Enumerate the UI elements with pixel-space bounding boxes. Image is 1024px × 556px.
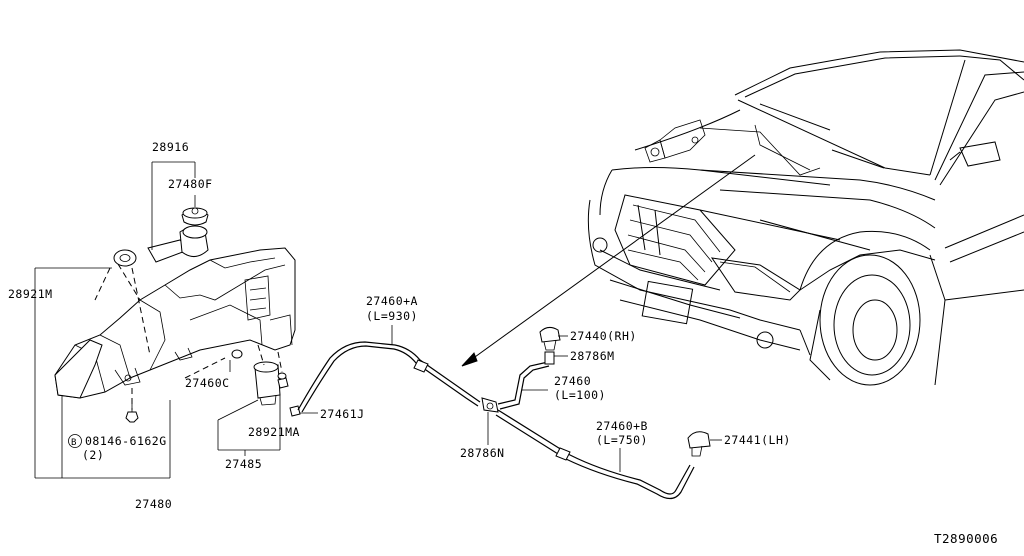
label-27461J: 27461J xyxy=(320,407,365,421)
label-27460-length: (L=100) xyxy=(554,388,606,402)
hose-illustration xyxy=(297,326,711,500)
label-27441-LH: 27441(LH) xyxy=(724,433,791,447)
label-27460-A: 27460+A xyxy=(366,294,418,308)
label-28786M: 28786M xyxy=(570,349,615,363)
label-08146-6162G: 08146-6162G xyxy=(85,434,167,448)
washer-tank-illustration xyxy=(54,207,301,423)
part-labels: 28916 27480F 28921M 27460C B 08146-6162G… xyxy=(8,140,998,546)
diagram-code: T2890006 xyxy=(934,531,998,546)
label-27480F: 27480F xyxy=(168,177,213,191)
vehicle-illustration xyxy=(587,49,1024,386)
label-08146-qty: (2) xyxy=(82,448,104,462)
label-28916: 28916 xyxy=(152,140,189,154)
label-27460-A-length: (L=930) xyxy=(366,309,418,323)
label-28921M: 28921M xyxy=(8,287,53,301)
label-27460: 27460 xyxy=(554,374,591,388)
label-27485: 27485 xyxy=(225,457,262,471)
label-27440-RH: 27440(RH) xyxy=(570,329,637,343)
label-28921MA: 28921MA xyxy=(248,425,300,439)
leader-lines xyxy=(34,161,722,479)
label-27460C: 27460C xyxy=(185,376,230,390)
reference-arrow xyxy=(461,154,756,367)
bolt-type-circle xyxy=(68,434,82,448)
label-28786N: 28786N xyxy=(460,446,505,460)
label-bolt-circle-letter: B xyxy=(71,438,77,448)
label-27480: 27480 xyxy=(135,497,172,511)
label-27460-B: 27460+B xyxy=(596,419,648,433)
label-27460-B-length: (L=750) xyxy=(596,433,648,447)
